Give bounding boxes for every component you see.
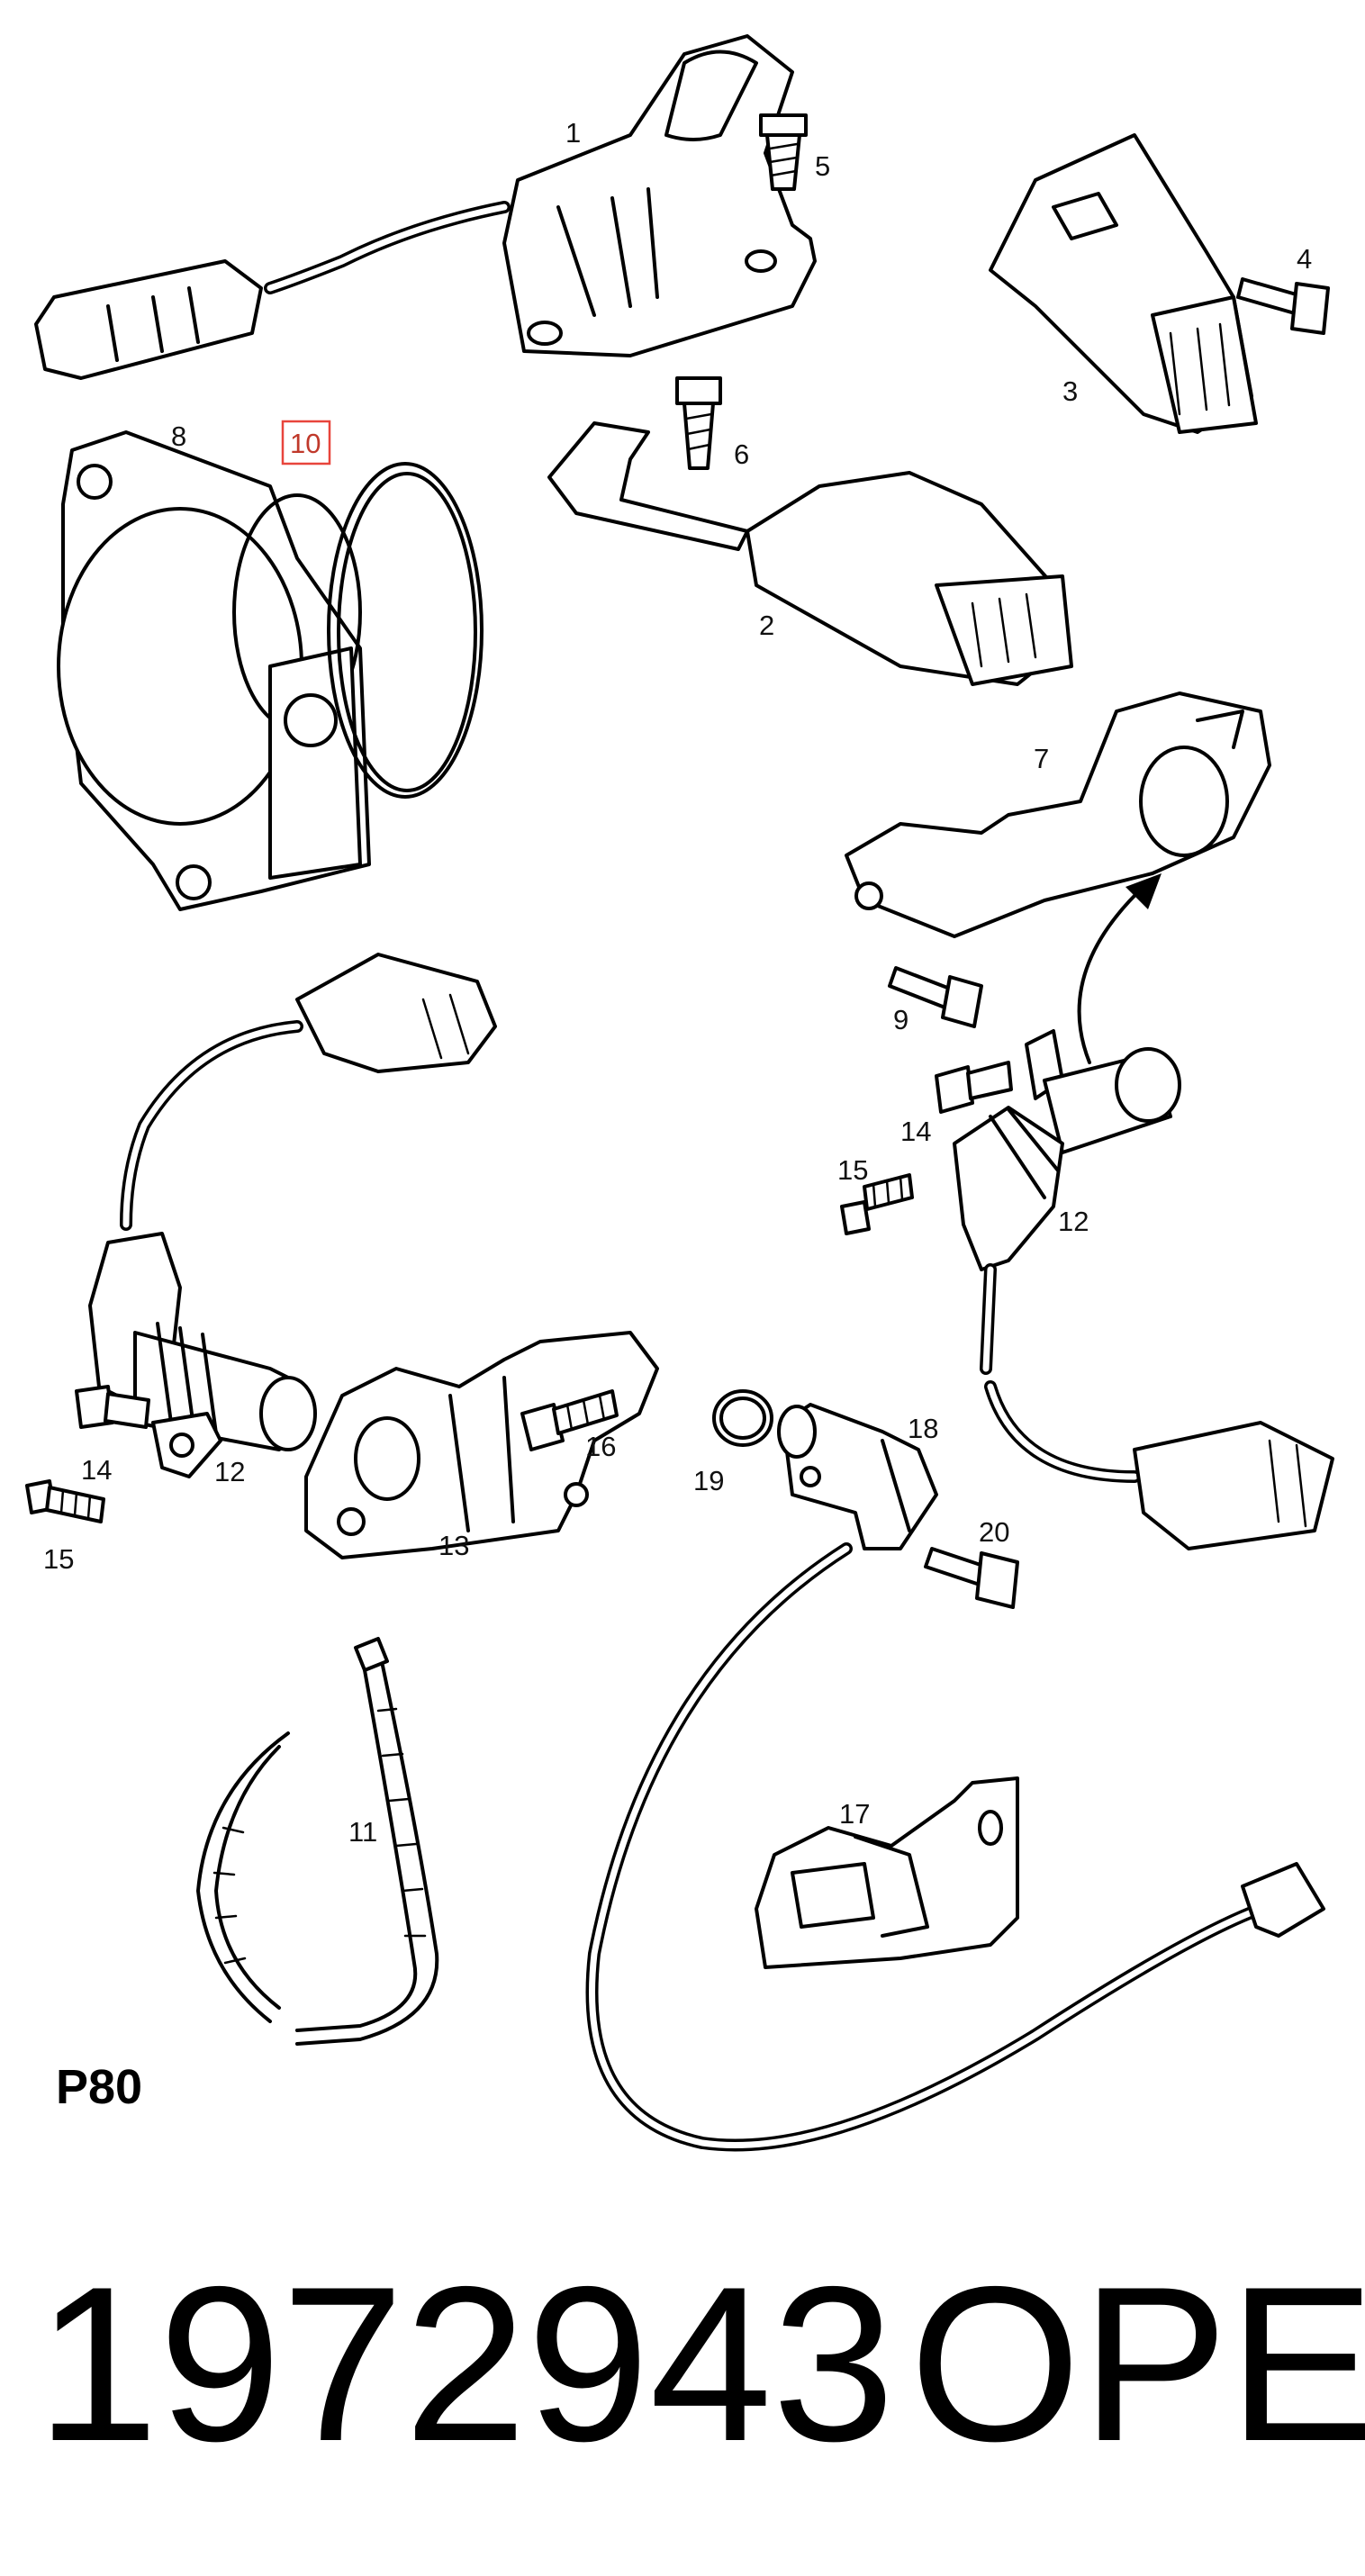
- callout-10: 10: [290, 428, 321, 459]
- callout-5: 5: [815, 150, 830, 182]
- part-12-sensor-left: [88, 953, 497, 1478]
- part-19-o-ring: [712, 1389, 773, 1447]
- callout-3: 3: [1062, 375, 1078, 407]
- part-13-bracket: [304, 1331, 659, 1559]
- part-16-bolt: [520, 1389, 619, 1451]
- callout-17: 17: [839, 1798, 870, 1830]
- callout-12-right: 12: [1058, 1206, 1089, 1237]
- assembly-arrow: [1077, 873, 1162, 1064]
- part-4-bolt: [1236, 277, 1330, 335]
- part-7-bracket: [845, 691, 1271, 938]
- part-2-sensor-bracket: [547, 421, 1073, 686]
- callout-14-right: 14: [900, 1116, 931, 1147]
- callout-8: 8: [171, 420, 186, 452]
- part-12-sensor-right: [953, 1029, 1334, 1550]
- part-3-sensor: [989, 133, 1258, 434]
- part-8-sensor-housing: [57, 430, 371, 911]
- callout-7: 7: [1034, 743, 1049, 774]
- part-number: 1972943: [36, 2240, 895, 2487]
- callout-16: 16: [585, 1431, 616, 1462]
- callout-9: 9: [893, 1004, 908, 1035]
- part-18-sensor-cable: [585, 1403, 1325, 2152]
- part-6-bolt: [675, 376, 722, 470]
- callout-2: 2: [759, 610, 774, 641]
- part-9-bolt: [888, 966, 983, 1028]
- callout-19: 19: [693, 1465, 724, 1496]
- part-20-bolt: [924, 1547, 1019, 1609]
- part-17-clip-holder: [755, 1776, 1019, 1969]
- part-5-bolt: [759, 113, 808, 191]
- part-10-o-ring: [327, 462, 484, 799]
- brand-name: OPEL: [909, 2240, 1365, 2487]
- callout-12-left: 12: [214, 1456, 245, 1487]
- callout-15-right: 15: [837, 1154, 868, 1186]
- callout-4: 4: [1297, 243, 1312, 275]
- callout-14-left: 14: [81, 1454, 112, 1486]
- callout-20: 20: [979, 1516, 1009, 1548]
- callout-18: 18: [908, 1413, 938, 1444]
- part-11-cable-tie: [196, 1637, 439, 2046]
- callout-11: 11: [348, 1816, 377, 1848]
- reference-code: P80: [56, 2060, 142, 2114]
- callout-6: 6: [734, 438, 749, 470]
- part-1-sensor-housing: [34, 34, 817, 380]
- callout-10-highlight-box: [281, 420, 331, 465]
- part-14-bolt-left: [75, 1385, 150, 1429]
- part-15-stud-right: [840, 1173, 914, 1235]
- callout-labels: 1 2 3 4 5 6 7 8 10 9 11 12 12 13 14 14 1…: [43, 117, 1312, 1848]
- callout-1: 1: [565, 117, 581, 149]
- callout-15-left: 15: [43, 1543, 74, 1575]
- callout-13: 13: [438, 1530, 469, 1561]
- part-14-bolt-right: [935, 1061, 1013, 1114]
- part-15-stud-left: [25, 1479, 105, 1523]
